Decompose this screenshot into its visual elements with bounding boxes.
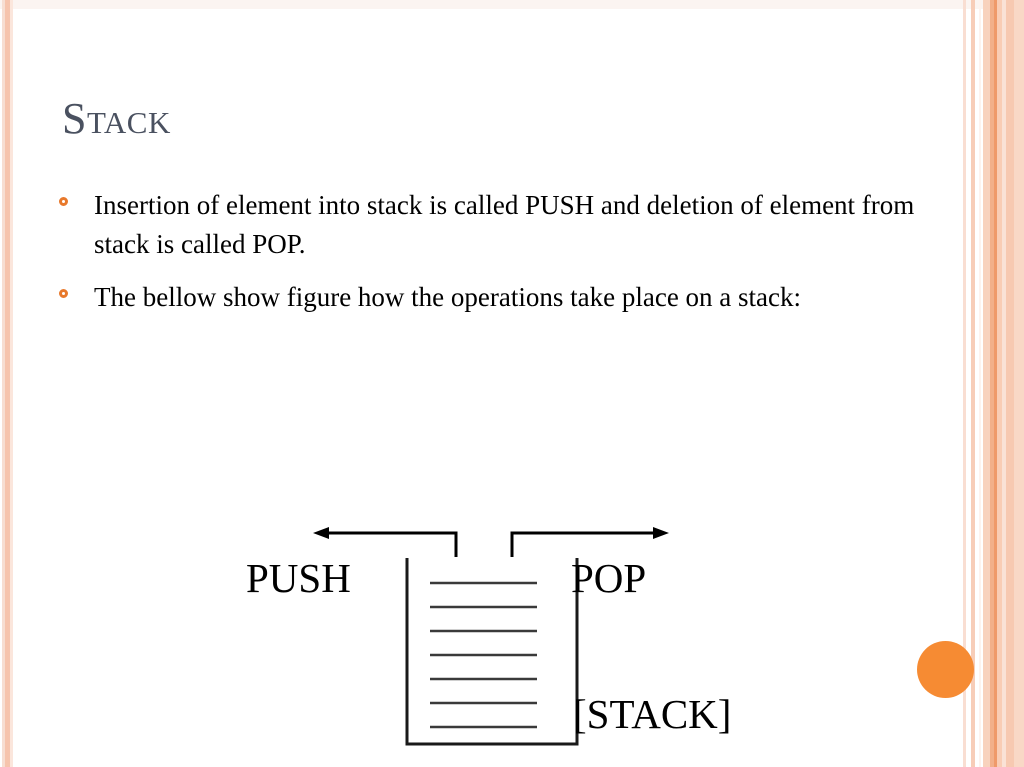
pop-arrow xyxy=(510,527,669,557)
left-decor-stripe-3 xyxy=(10,0,13,767)
stack-caption: [STACK] xyxy=(573,691,732,737)
pop-label: POP xyxy=(571,555,647,601)
pop-arrowhead-icon xyxy=(653,527,669,539)
right-decor-stripe-4 xyxy=(983,0,990,767)
right-decor-stripe-6 xyxy=(994,0,997,767)
right-decor-stripe-3 xyxy=(979,0,981,767)
list-item-text: Insertion of element into stack is calle… xyxy=(94,190,915,260)
left-decor-stripe-2 xyxy=(5,0,10,767)
stack-container xyxy=(405,558,579,746)
bullet-list: Insertion of element into stack is calle… xyxy=(56,186,916,331)
right-decor-stripe-10 xyxy=(1014,0,1024,767)
right-decor-stripe-5 xyxy=(990,0,994,767)
push-label: PUSH xyxy=(246,555,351,601)
stack-cell-dividers xyxy=(430,581,537,729)
right-decor-stripe-8 xyxy=(1002,0,1006,767)
list-item: Insertion of element into stack is calle… xyxy=(56,186,916,264)
right-decor-stripe-7 xyxy=(997,0,1002,767)
left-decor-stripe-1 xyxy=(2,0,5,767)
list-item-text: The bellow show figure how the operation… xyxy=(94,282,802,313)
push-arrowhead-icon xyxy=(313,527,329,539)
top-decor-band xyxy=(0,0,1024,9)
ring-bullet-icon xyxy=(59,289,68,299)
list-item: The bellow show figure how the operation… xyxy=(56,278,916,317)
right-decor-stripe-2 xyxy=(971,0,975,767)
page-title: Stack xyxy=(62,94,171,143)
push-arrow xyxy=(313,527,458,557)
accent-circle-icon xyxy=(917,641,974,698)
right-decor-stripe-9 xyxy=(1006,0,1014,767)
right-decor-stripe-1 xyxy=(963,0,966,767)
ring-bullet-icon xyxy=(59,197,68,206)
